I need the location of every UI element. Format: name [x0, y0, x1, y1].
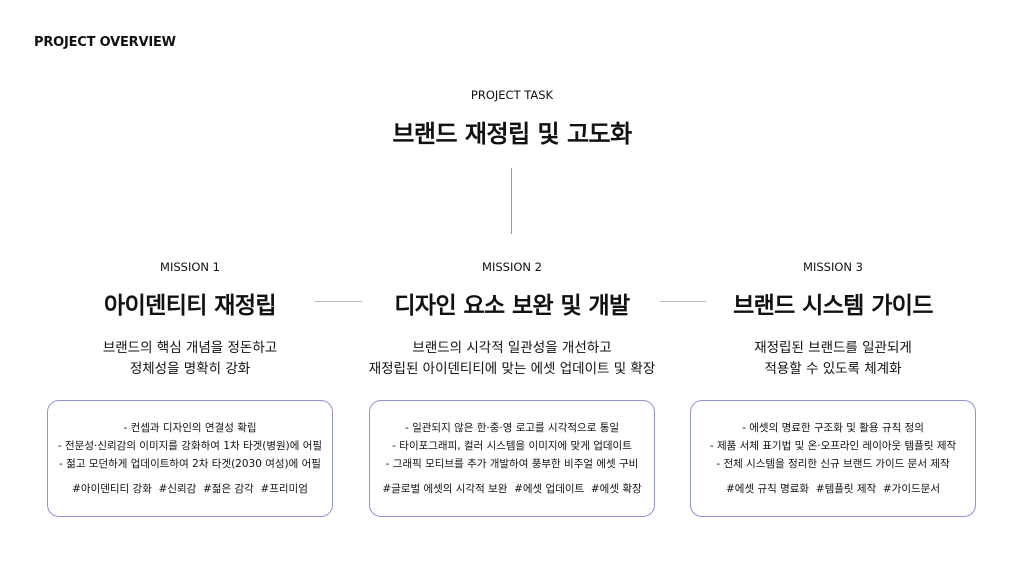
bullet: - 에셋의 명료한 구조화 및 활용 규칙 정의	[742, 422, 924, 434]
bullet: - 전문성·신뢰감의 이미지를 강화하여 1차 타겟(병원)에 어필	[57, 440, 323, 452]
connector-1-2	[315, 301, 362, 302]
mission-label: MISSION 2	[482, 260, 542, 274]
desc-line: 정체성을 명확히 강화	[129, 361, 251, 377]
desc-line: 브랜드의 핵심 개념을 정돈하고	[102, 340, 278, 356]
mission-title: 브랜드 시스템 가이드	[733, 293, 933, 319]
connector-vertical	[511, 168, 512, 234]
bullet: - 컨셉과 디자인의 연결성 확립	[123, 422, 257, 434]
mission-label: MISSION 1	[160, 260, 220, 274]
mission-3-detail-box: - 에셋의 명료한 구조화 및 활용 규칙 정의 - 제품 서체 표기법 및 온…	[690, 400, 976, 517]
task-label: PROJECT TASK	[470, 88, 554, 102]
mission-1-detail-box: - 컨셉과 디자인의 연결성 확립 - 전문성·신뢰감의 이미지를 강화하여 1…	[47, 400, 333, 517]
desc-line: 재정립된 아이덴티티에 맞는 에셋 업데이트 및 확장	[368, 361, 656, 377]
bullet: - 전체 시스템을 정리한 신규 브랜드 가이드 문서 제작	[716, 458, 950, 470]
mission-2-detail-box: - 일관되지 않은 한·중·영 로고를 시각적으로 통일 - 타이포그래피, 컬…	[369, 400, 655, 517]
bullet: - 일관되지 않은 한·중·영 로고를 시각적으로 통일	[404, 422, 620, 434]
hashtags: #글로벌 에셋의 시각적 보완 #에셋 업데이트 #에셋 확장	[382, 483, 642, 495]
mission-title: 디자인 요소 보완 및 개발	[394, 293, 630, 319]
desc-line: 적용할 수 있도록 체계화	[764, 361, 902, 377]
connector-2-3	[660, 301, 706, 302]
mission-title: 아이덴티티 재정립	[104, 293, 276, 319]
page-header: PROJECT OVERVIEW	[34, 35, 176, 50]
bullet: - 타이포그래피, 컬러 시스템을 이미지에 맞게 업데이트	[392, 440, 632, 452]
hashtags: #아이덴티티 강화 #신뢰감 #젊은 감각 #프리미엄	[72, 483, 308, 495]
bullet: - 제품 서체 표기법 및 온·오프라인 레이아웃 템플릿 제작	[709, 440, 957, 452]
bullet: - 젊고 모던하게 업데이트하여 2차 타겟(2030 여성)에 어필	[59, 458, 321, 470]
desc-line: 재정립된 브랜드를 일관되게	[754, 340, 912, 356]
task-title: 브랜드 재정립 및 고도화	[392, 120, 632, 148]
hashtags: #에셋 규칙 명료화 #템플릿 제작 #가이드문서	[726, 483, 940, 495]
desc-line: 브랜드의 시각적 일관성을 개선하고	[412, 340, 612, 356]
bullet: - 그래픽 모티브를 추가 개발하여 풍부한 비주얼 에셋 구비	[385, 458, 639, 470]
mission-label: MISSION 3	[803, 260, 863, 274]
